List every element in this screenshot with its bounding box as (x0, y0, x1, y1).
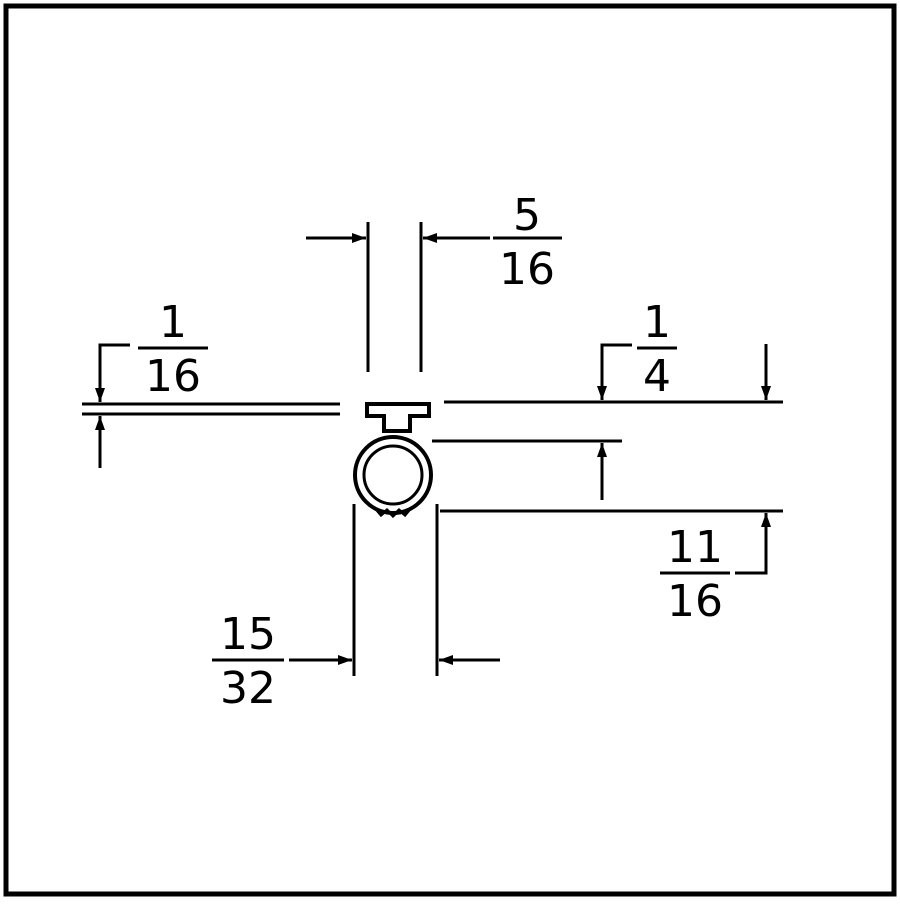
bulb-width-denominator: 32 (220, 663, 276, 714)
flange-height-denominator: 4 (643, 351, 671, 402)
flange-height-numerator: 1 (643, 297, 671, 348)
dimension-overall-height (440, 344, 783, 575)
dimension-top-width (306, 222, 562, 372)
top-width-numerator: 5 (513, 190, 541, 241)
t-flange-shape (365, 402, 431, 433)
overall-height-numerator: 11 (667, 522, 723, 573)
flange-thickness-numerator: 1 (159, 297, 187, 348)
dim-arrow-down (597, 343, 632, 400)
dim-arrow-down (95, 343, 130, 402)
overall-height-denominator: 16 (667, 576, 723, 627)
dimension-bulb-width (212, 504, 500, 676)
dimension-flange-thickness (82, 343, 340, 468)
drawing-border (3, 3, 897, 897)
bulb-width-numerator: 15 (220, 609, 276, 660)
bulb-inner (362, 444, 424, 506)
dimension-flange-height (432, 343, 783, 500)
seal-profile (353, 402, 433, 519)
dim-arrow-up (735, 513, 771, 575)
flange-thickness-denominator: 16 (145, 351, 201, 402)
top-width-denominator: 16 (499, 244, 555, 295)
bulb-outer (353, 435, 433, 515)
bulb-serration (374, 507, 412, 519)
